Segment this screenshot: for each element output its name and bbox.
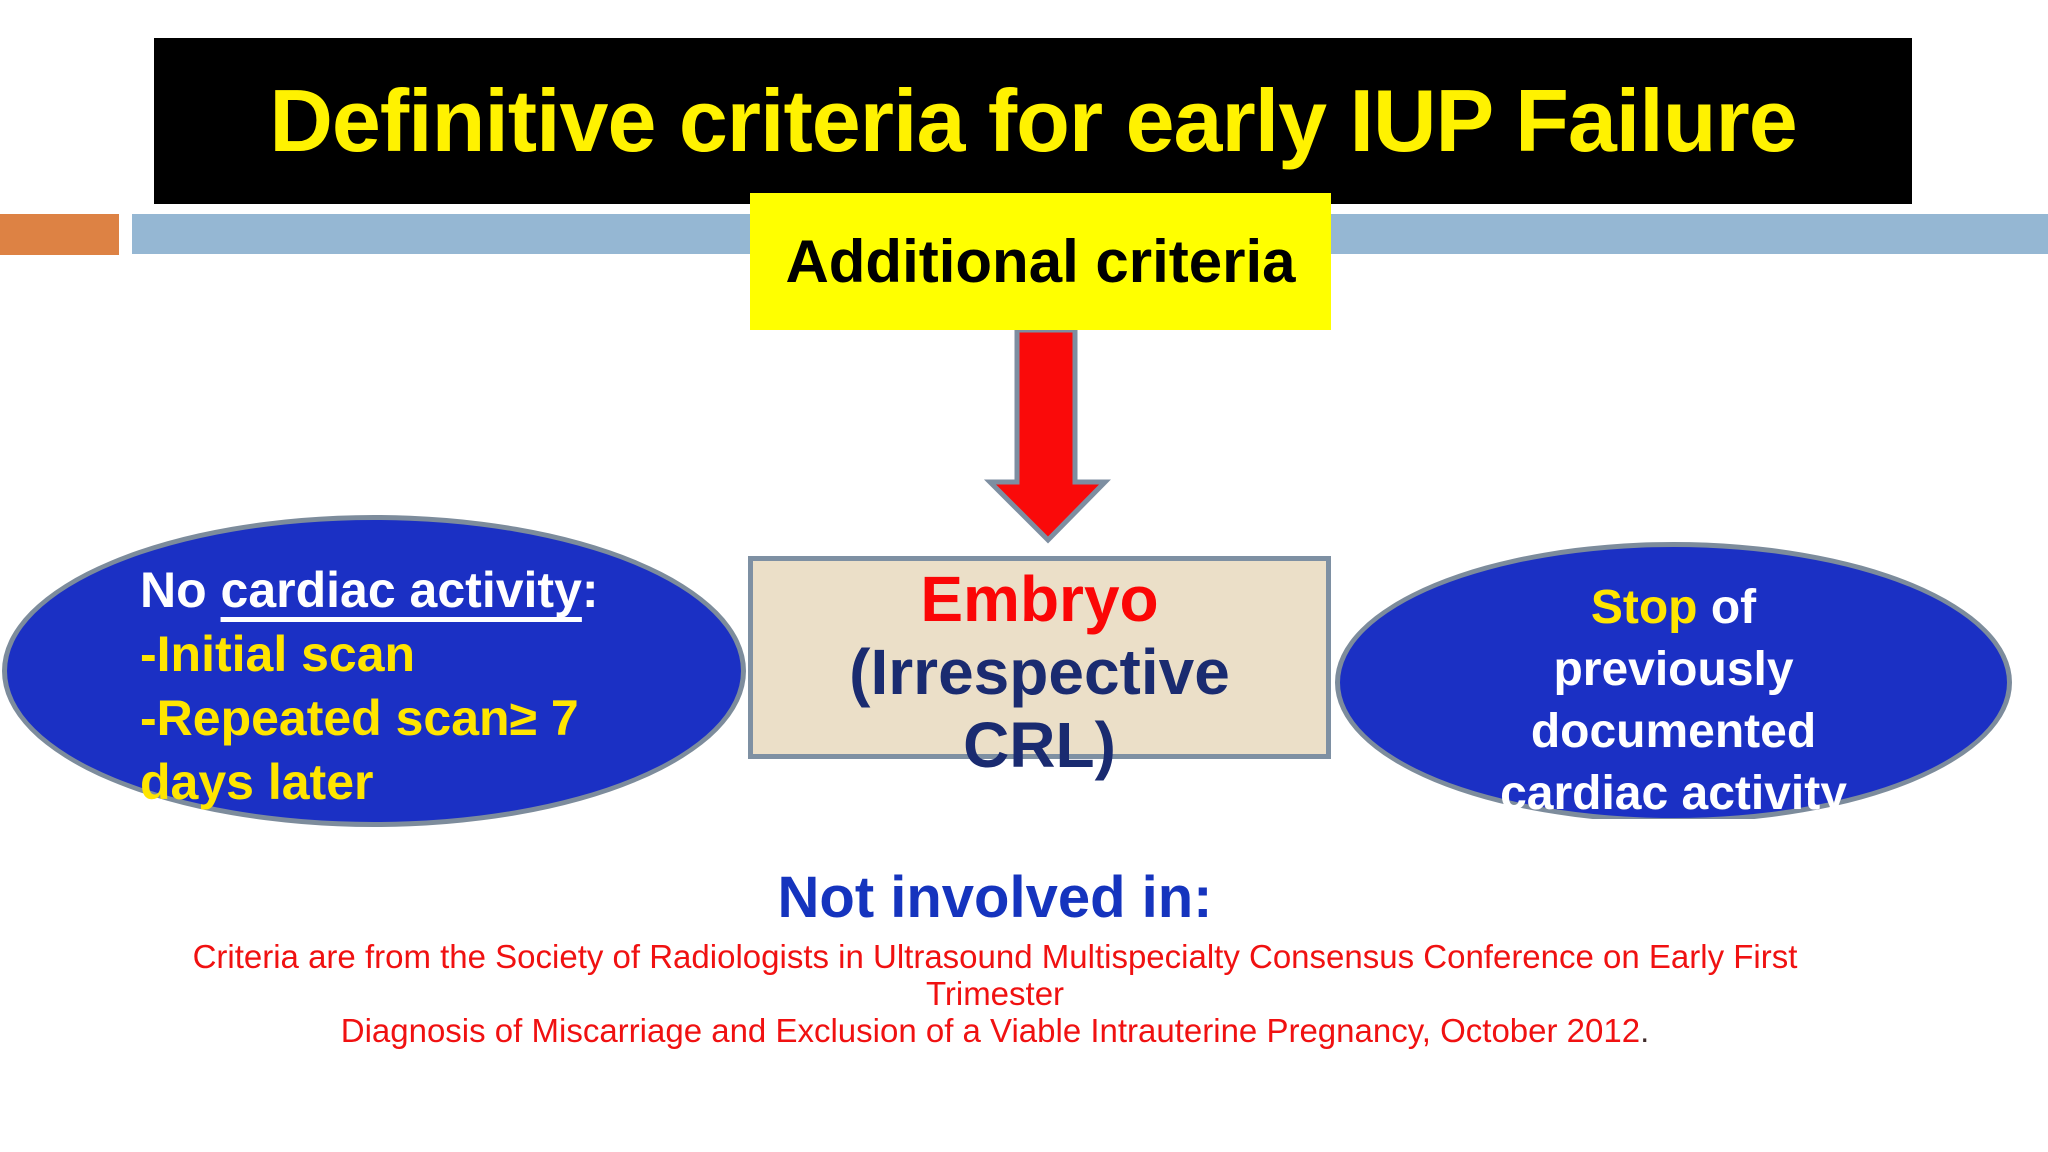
title-banner: Definitive criteria for early IUP Failur… bbox=[154, 38, 1912, 204]
stop-cardiac-activity-ellipse: Stop of previously documented cardiac ac… bbox=[1335, 542, 2012, 823]
left-ellipse-line2: -Initial scan bbox=[140, 626, 416, 682]
stop-word: Stop bbox=[1590, 581, 1698, 634]
accent-square bbox=[0, 214, 119, 255]
embryo-box-line3: CRL) bbox=[963, 709, 1116, 781]
left-ellipse-line4: days later bbox=[140, 754, 374, 810]
no-cardiac-activity-text: No cardiac activity: -Initial scan -Repe… bbox=[140, 558, 599, 814]
embryo-box-line1: Embryo bbox=[920, 563, 1159, 635]
citation-text: Criteria are from the Society of Radiolo… bbox=[0, 938, 1990, 1049]
citation-line2: Trimester bbox=[925, 975, 1065, 1012]
embryo-box: Embryo (Irrespective CRL) bbox=[748, 556, 1331, 781]
no-cardiac-activity-ellipse: No cardiac activity: -Initial scan -Repe… bbox=[2, 515, 746, 827]
left-ellipse-underlined: cardiac activity bbox=[220, 562, 582, 618]
slide-title: Definitive criteria for early IUP Failur… bbox=[269, 71, 1797, 170]
not-involved-heading: Not involved in: bbox=[777, 865, 1213, 930]
citation-final-period: . bbox=[1640, 1012, 1650, 1049]
right-ellipse-line1: Stop of bbox=[1590, 581, 1757, 634]
stop-cardiac-activity-text: Stop of previously documented cardiac ac… bbox=[1340, 577, 2007, 825]
down-arrow-icon bbox=[983, 327, 1113, 545]
left-ellipse-line1: No cardiac activity: bbox=[140, 562, 599, 618]
right-ellipse-line3: documented bbox=[1530, 705, 1817, 758]
citation-line3: Diagnosis of Miscarriage and Exclusion o… bbox=[340, 1012, 1650, 1049]
citation-line1: Criteria are from the Society of Radiolo… bbox=[192, 938, 1798, 975]
additional-criteria-label: Additional criteria bbox=[785, 228, 1296, 295]
left-ellipse-line3: -Repeated scan≥ 7 bbox=[140, 690, 579, 746]
additional-criteria-box: Additional criteria bbox=[750, 193, 1331, 330]
embryo-box-line2: (Irrespective bbox=[849, 636, 1230, 708]
right-ellipse-line4: cardiac activity bbox=[1500, 767, 1847, 820]
right-ellipse-line2: previously bbox=[1553, 643, 1794, 696]
